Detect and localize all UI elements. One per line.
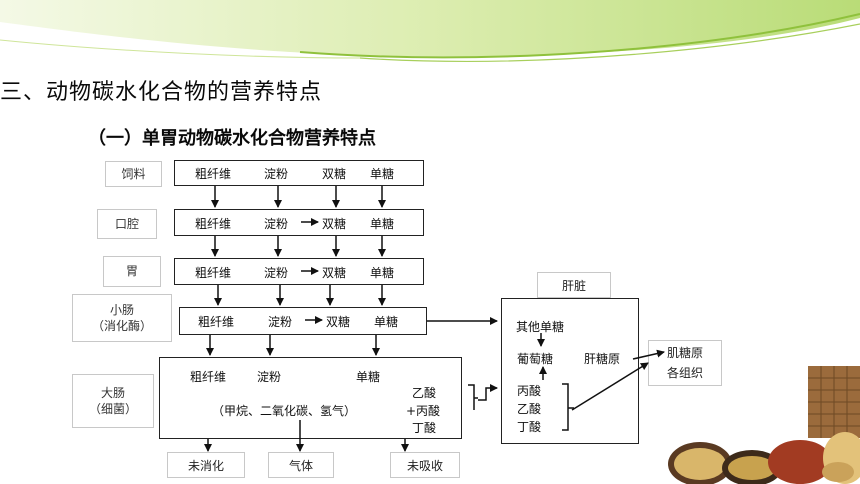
li-propionic: +丙酸: [406, 404, 441, 418]
liver-box: [501, 298, 639, 444]
stomach-monosaccharide: 单糖: [370, 266, 395, 280]
liver-butyric: 丁酸: [517, 420, 542, 434]
li-fiber: 粗纤维: [190, 370, 227, 384]
output-gas: 气体: [268, 452, 334, 478]
target-tissues: 各组织: [666, 366, 703, 380]
mouth-fiber: 粗纤维: [195, 217, 232, 231]
mouth-starch: 淀粉: [264, 217, 289, 231]
li-acetic: 乙酸: [412, 386, 437, 400]
header-banner: [0, 0, 860, 62]
label-stomach: 胃: [103, 256, 161, 287]
feed-box: [174, 160, 424, 186]
feed-starch: 淀粉: [264, 167, 289, 181]
section-subtitle: （一）单胃动物碳水化合物营养特点: [88, 128, 376, 149]
stomach-starch: 淀粉: [264, 266, 289, 280]
stomach-fiber: 粗纤维: [195, 266, 232, 280]
output-unabsorbed: 未吸收: [390, 452, 460, 478]
liver-other-sugars: 其他单糖: [516, 320, 565, 334]
li-butyric: 丁酸: [412, 421, 437, 435]
liver-title: 肝脏: [537, 272, 611, 298]
liver-propionic: 丙酸: [517, 384, 542, 398]
target-box: 肌糖原 各组织: [648, 340, 722, 386]
li-gases: （甲烷、二氧化碳、氢气）: [212, 404, 357, 418]
si-disaccharide: 双糖: [326, 315, 351, 329]
feed-monosaccharide: 单糖: [370, 167, 395, 181]
page-title: 三、动物碳水化合物的营养特点: [0, 80, 323, 105]
target-muscle-glycogen: 肌糖原: [666, 346, 703, 360]
label-small-intestine: 小肠 （消化酶）: [72, 294, 172, 342]
si-monosaccharide: 单糖: [374, 315, 399, 329]
li-monosaccharide: 单糖: [356, 370, 381, 384]
label-mouth: 口腔: [97, 209, 157, 239]
stomach-box: [174, 258, 424, 285]
li-starch: 淀粉: [257, 370, 282, 384]
mouth-monosaccharide: 单糖: [370, 217, 395, 231]
output-undigested: 未消化: [167, 452, 245, 478]
label-large-intestine: 大肠 （细菌）: [72, 374, 154, 428]
stomach-disaccharide: 双糖: [322, 266, 347, 280]
liver-glucose: 葡萄糖: [517, 352, 554, 366]
grains-decoration: [668, 366, 860, 484]
small-intestine-box: [179, 307, 427, 335]
label-feed: 饲料: [105, 161, 162, 187]
feed-disaccharide: 双糖: [322, 167, 347, 181]
liver-glycogen: 肝糖原: [584, 352, 621, 366]
feed-fiber: 粗纤维: [195, 167, 232, 181]
mouth-box: [174, 209, 424, 236]
liver-acetic: 乙酸: [517, 402, 542, 416]
si-fiber: 粗纤维: [198, 315, 235, 329]
mouth-disaccharide: 双糖: [322, 217, 347, 231]
si-starch: 淀粉: [268, 315, 293, 329]
large-intestine-box: [159, 357, 462, 439]
